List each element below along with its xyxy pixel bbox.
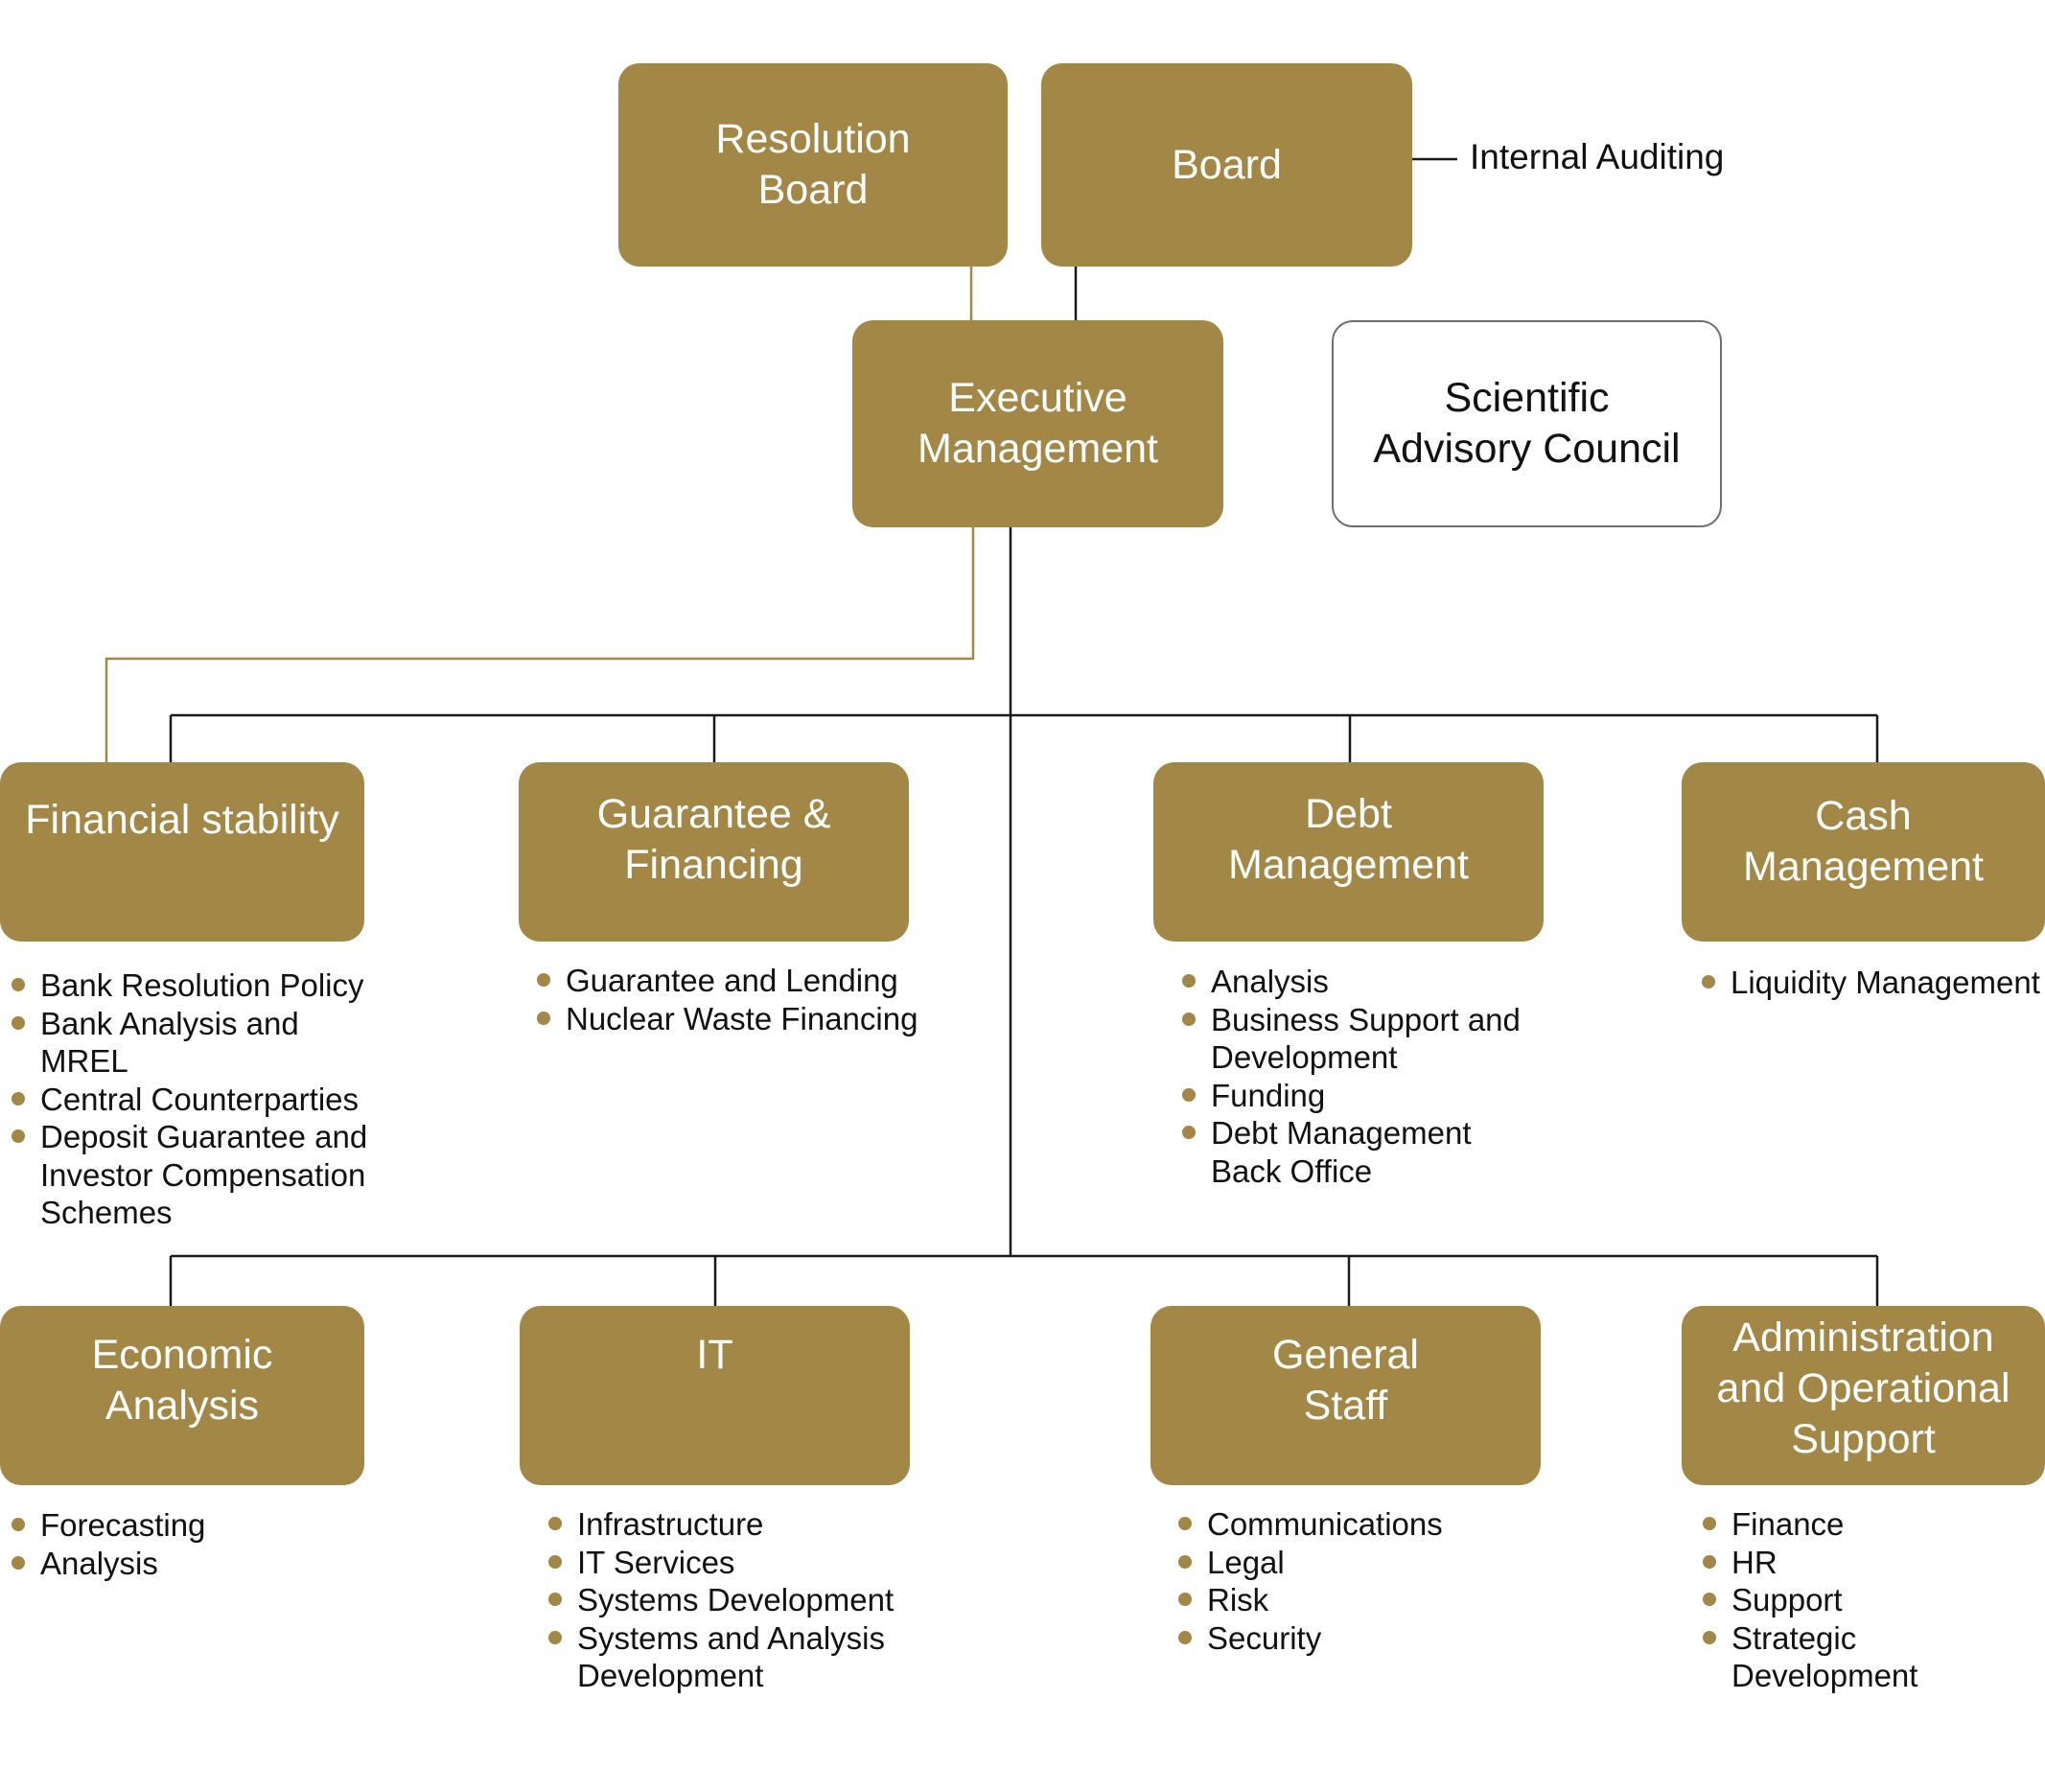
list-item: Security — [1176, 1619, 1560, 1658]
executive-management-box: Executive Management — [852, 320, 1223, 527]
financial-stability-title: Financial stability — [25, 797, 339, 843]
list-item: HR — [1701, 1544, 2027, 1582]
guarantee-financing-list: Guarantee and Lending Nuclear Waste Fina… — [535, 962, 938, 1037]
guarantee-financing-box: Guarantee & Financing — [519, 762, 909, 942]
list-item: Funding — [1180, 1077, 1564, 1115]
administration-operational-support-title: Administration and Operational Support — [1716, 1315, 2010, 1462]
list-item: Bank Resolution Policy — [10, 966, 374, 1005]
connector-executive-to-financial-stability — [105, 527, 975, 762]
list-item: Deposit Guarantee and Investor Compensat… — [10, 1118, 374, 1232]
it-title: IT — [696, 1332, 733, 1378]
administration-operational-support-list: Finance HR Support Strategic Development — [1701, 1505, 2027, 1695]
board-label: Board — [1172, 141, 1282, 188]
resolution-board-label: Resolution Board — [715, 116, 911, 213]
debt-management-title: Debt Management — [1228, 791, 1469, 888]
list-item: Bank Analysis and MREL — [10, 1005, 374, 1081]
it-box: IT — [520, 1306, 910, 1485]
guarantee-financing-title: Guarantee & Financing — [596, 791, 831, 888]
administration-operational-support-box: Administration and Operational Support — [1682, 1306, 2045, 1485]
debt-management-list: Analysis Business Support and Developmen… — [1180, 963, 1564, 1190]
economic-analysis-list: Forecasting Analysis — [10, 1506, 374, 1582]
list-item: Support — [1701, 1581, 2027, 1619]
resolution-board-box: Resolution Board — [618, 63, 1008, 267]
list-item: Forecasting — [10, 1506, 374, 1545]
cash-management-title: Cash Management — [1743, 793, 1984, 890]
financial-stability-list: Bank Resolution Policy Bank Analysis and… — [10, 966, 374, 1232]
list-item: Legal — [1176, 1544, 1560, 1582]
cash-management-box: Cash Management — [1682, 762, 2045, 942]
cash-management-list: Liquidity Management — [1700, 964, 2045, 1002]
board-box: Board — [1041, 63, 1412, 267]
list-item: Strategic Development — [1701, 1619, 2027, 1695]
list-item: Risk — [1176, 1581, 1560, 1619]
scientific-advisory-council-label: Scientific Advisory Council — [1373, 375, 1681, 472]
list-item: Nuclear Waste Financing — [535, 1000, 938, 1038]
general-staff-list: Communications Legal Risk Security — [1176, 1505, 1560, 1657]
executive-management-label: Executive Management — [918, 375, 1158, 472]
general-staff-box: General Staff — [1150, 1306, 1541, 1485]
list-item: Analysis — [1180, 963, 1564, 1001]
list-item: Infrastructure — [546, 1505, 949, 1544]
economic-analysis-box: Economic Analysis — [0, 1306, 364, 1485]
list-item: Analysis — [10, 1545, 374, 1583]
financial-stability-box: Financial stability — [0, 762, 364, 942]
list-item: Guarantee and Lending — [535, 962, 938, 1000]
internal-auditing-label: Internal Auditing — [1470, 137, 1725, 176]
list-item: Debt Management Back Office — [1180, 1114, 1564, 1190]
list-item: Systems Development — [546, 1581, 949, 1619]
general-staff-title: General Staff — [1272, 1332, 1419, 1429]
scientific-advisory-council-box: Scientific Advisory Council — [1332, 320, 1722, 527]
list-item: Liquidity Management — [1700, 964, 2045, 1002]
list-item: Systems and Analysis Development — [546, 1619, 949, 1695]
list-item: IT Services — [546, 1544, 949, 1582]
it-list: Infrastructure IT Services Systems Devel… — [546, 1505, 949, 1695]
economic-analysis-title: Economic Analysis — [91, 1332, 273, 1429]
debt-management-box: Debt Management — [1153, 762, 1544, 942]
list-item: Central Counterparties — [10, 1081, 374, 1119]
list-item: Communications — [1176, 1505, 1560, 1544]
list-item: Business Support and Development — [1180, 1001, 1564, 1077]
list-item: Finance — [1701, 1505, 2027, 1544]
